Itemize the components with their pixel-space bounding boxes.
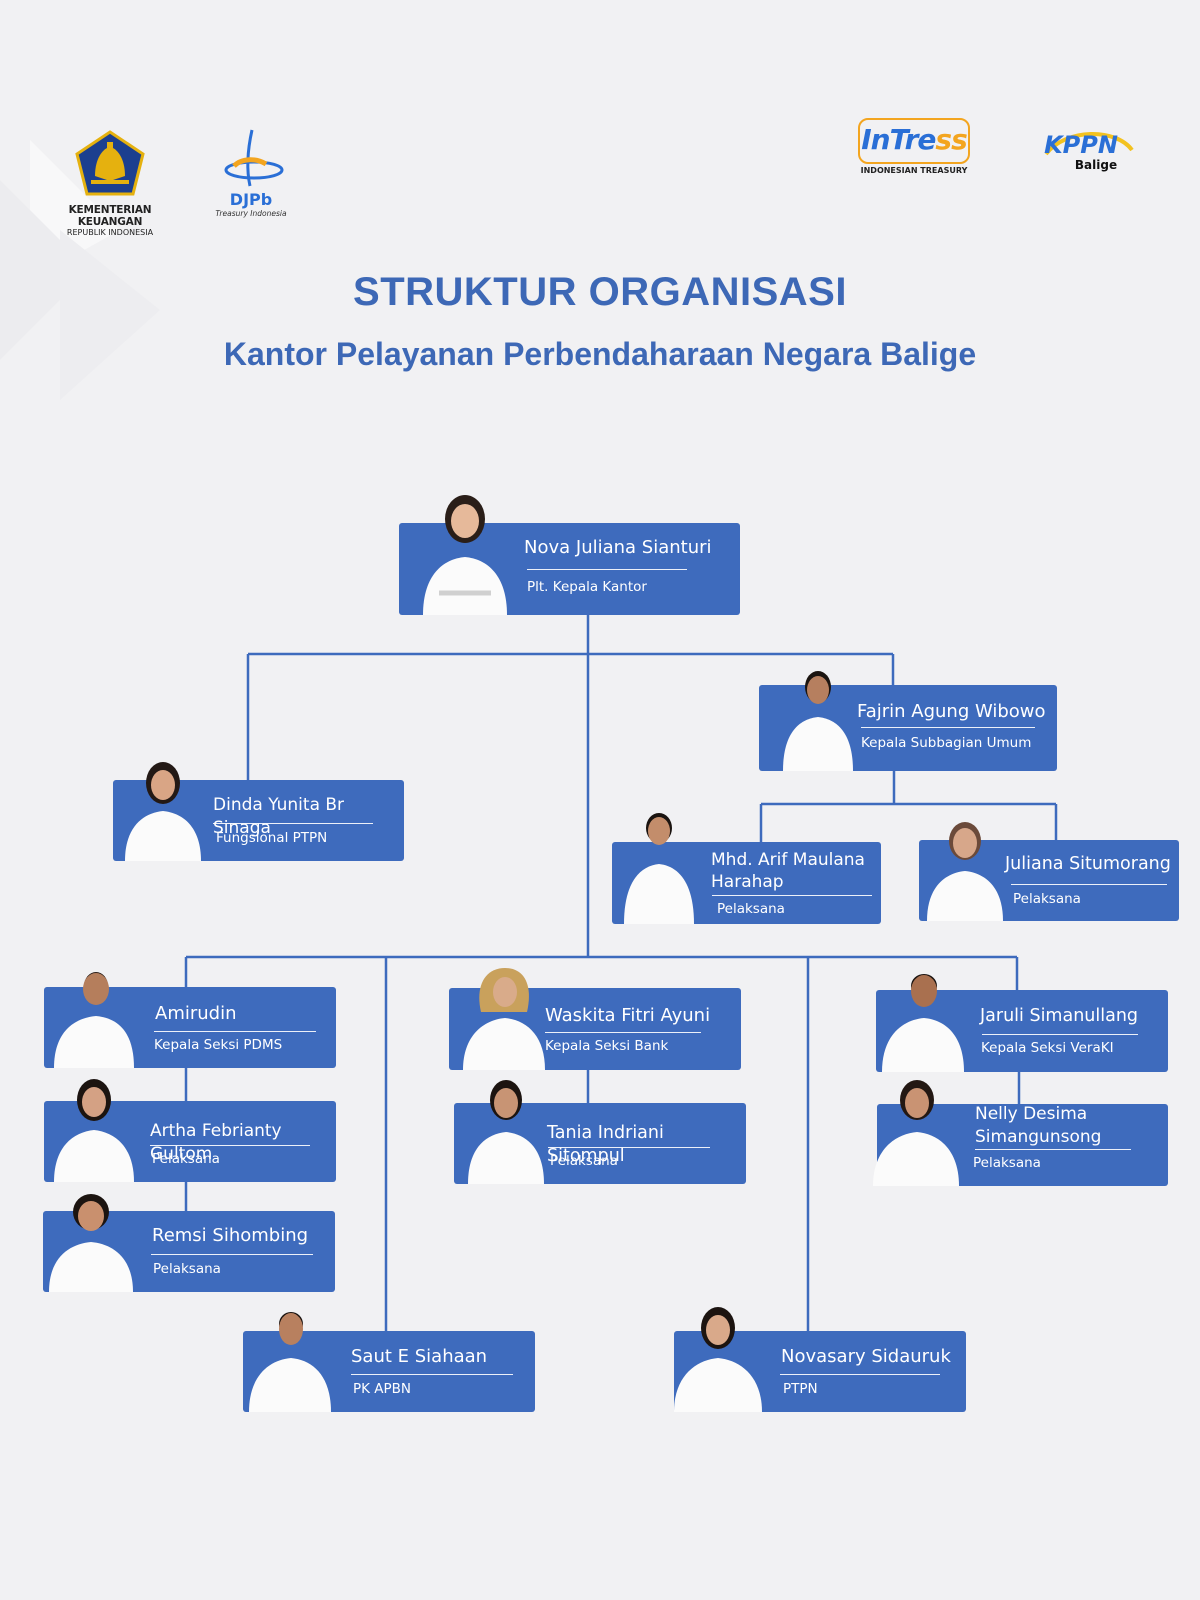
background-decoration xyxy=(0,140,160,400)
divider xyxy=(982,1034,1138,1035)
person-photo xyxy=(927,822,1003,921)
intress-logo: InTress INDONESIAN TREASURY xyxy=(858,118,970,175)
card-umum-pelaksana-2: Juliana Situmorang Pelaksana xyxy=(919,822,1179,921)
intress-caption: INDONESIAN TREASURY xyxy=(860,166,968,175)
person-photo xyxy=(125,762,201,861)
person-name: Remsi Sihombing xyxy=(152,1225,309,1246)
divider xyxy=(1011,884,1167,885)
person-role: Pelaksana xyxy=(153,1261,221,1277)
page-title: STRUKTUR ORGANISASI xyxy=(353,270,847,314)
djpb-tagline: Treasury Indonesia xyxy=(215,209,287,218)
divider xyxy=(154,1031,316,1032)
person-name: Artha Febrianty Gultom xyxy=(150,1121,282,1164)
person-role: Fungsional PTPN xyxy=(216,830,328,846)
person-role: Pelaksana xyxy=(973,1155,1041,1171)
divider xyxy=(548,1147,710,1148)
person-photo xyxy=(423,495,507,615)
person-photo xyxy=(54,1079,134,1182)
kemenkeu-name: KEMENTERIAN KEUANGAN xyxy=(68,204,152,228)
person-name: Nova Juliana Sianturi xyxy=(524,537,712,558)
person-name: Saut E Siahaan xyxy=(351,1346,488,1367)
card-ptpn: Novasary Sidauruk PTPN xyxy=(674,1307,966,1412)
kppn-city: Balige xyxy=(1074,158,1118,172)
divider xyxy=(527,569,687,570)
djpb-swoosh-icon xyxy=(224,129,284,187)
divider xyxy=(780,1374,940,1375)
person-name: Fajrin Agung Wibowo xyxy=(857,701,1046,722)
card-kasi-pdms: Amirudin Kepala Seksi PDMS xyxy=(44,972,336,1068)
card-bank-pelaksana-1: Tania Indriani Sitompul Pelaksana xyxy=(454,1080,746,1184)
person-photo xyxy=(249,1312,331,1412)
divider xyxy=(712,895,872,896)
card-veraki-pelaksana-1: Nelly Desima Simangunsong Pelaksana xyxy=(873,1080,1168,1186)
kppn-logo: KPPN Balige xyxy=(1026,132,1136,172)
person-photo xyxy=(783,671,853,771)
divider xyxy=(861,727,1035,728)
card-pdms-pelaksana-1: Artha Febrianty Gultom Pelaksana xyxy=(44,1079,336,1182)
person-role: Pelaksana xyxy=(152,1151,220,1167)
divider xyxy=(975,1149,1131,1150)
djpb-logo: DJPb Treasury Indonesia xyxy=(206,128,296,218)
kemenkeu-logo: KEMENTERIAN KEUANGAN REPUBLIK INDONESIA xyxy=(40,130,180,237)
person-photo xyxy=(463,968,545,1070)
person-name: Waskita Fitri Ayuni xyxy=(545,1005,711,1026)
divider xyxy=(150,1145,310,1146)
divider xyxy=(545,1032,701,1033)
divider xyxy=(213,823,373,824)
card-umum-pelaksana-1: Mhd. Arif Maulana Harahap Pelaksana xyxy=(612,813,881,924)
card-fungsional: Dinda Yunita Br Sinaga Fungsional PTPN xyxy=(113,762,404,861)
person-name: Tania Indriani Sitompul xyxy=(547,1123,664,1166)
person-role: Kepala Seksi VeraKI xyxy=(981,1040,1114,1056)
person-role: Kepala Seksi PDMS xyxy=(154,1037,283,1053)
card-kasi-veraki: Jaruli Simanullang Kepala Seksi VeraKI xyxy=(876,974,1168,1072)
divider xyxy=(351,1374,513,1375)
person-role: Plt. Kepala Kantor xyxy=(527,579,647,595)
person-role: Kepala Subbagian Umum xyxy=(861,735,1032,751)
kemenkeu-emblem-icon xyxy=(75,130,145,196)
person-photo xyxy=(54,972,134,1068)
person-photo xyxy=(624,813,694,924)
page-subtitle: Kantor Pelayanan Perbendaharaan Negara B… xyxy=(223,336,977,372)
person-name: Jaruli Simanullang xyxy=(980,1006,1139,1026)
card-kasubbag-umum: Fajrin Agung Wibowo Kepala Subbagian Umu… xyxy=(759,671,1057,771)
person-photo xyxy=(674,1307,762,1412)
person-role: Pelaksana xyxy=(550,1153,618,1169)
person-role: PK APBN xyxy=(353,1381,412,1397)
person-name: Juliana Situmorang xyxy=(1005,854,1171,874)
person-name: Novasary Sidauruk xyxy=(781,1346,951,1367)
card-pdms-pelaksana-2: Remsi Sihombing Pelaksana xyxy=(43,1194,335,1292)
card-kasi-bank: Waskita Fitri Ayuni Kepala Seksi Bank xyxy=(449,968,741,1070)
person-role: Kepala Seksi Bank xyxy=(545,1038,669,1054)
intress-wordmark: InTress xyxy=(858,118,970,164)
kppn-name: KPPN xyxy=(1044,131,1118,159)
person-photo xyxy=(468,1080,544,1184)
person-name: Nelly Desima Simangunsong xyxy=(975,1104,1102,1147)
divider xyxy=(151,1254,313,1255)
kppn-arc-icon xyxy=(1044,132,1134,156)
person-role: PTPN xyxy=(783,1381,818,1397)
person-role: Pelaksana xyxy=(1013,891,1081,907)
person-photo xyxy=(882,974,964,1072)
card-head: Nova Juliana Sianturi Plt. Kepala Kantor xyxy=(399,495,740,615)
person-name: Amirudin xyxy=(155,1003,237,1024)
person-name: Mhd. Arif Maulana Harahap xyxy=(711,850,865,892)
djpb-name: DJPb xyxy=(229,190,273,209)
card-pk-apbn: Saut E Siahaan PK APBN xyxy=(243,1312,535,1412)
person-photo xyxy=(49,1194,133,1292)
kemenkeu-country: REPUBLIK INDONESIA xyxy=(66,228,154,237)
person-photo xyxy=(873,1080,959,1186)
person-role: Pelaksana xyxy=(717,901,785,917)
